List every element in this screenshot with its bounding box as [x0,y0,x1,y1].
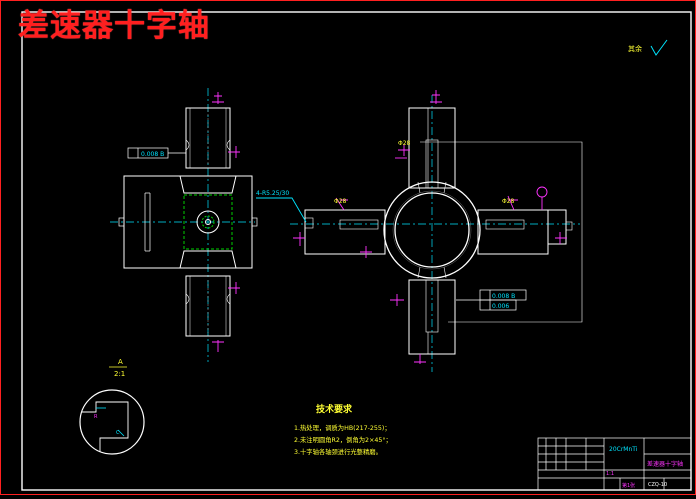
tolerance-right-2: 0.006 [492,303,509,310]
tech-title: 技术要求 [316,403,353,415]
tech-item-1: 1.热处理，调质为HB(217-255)； [294,423,391,432]
title-block-material: 20CrMnTi [609,446,638,453]
detail-label-top: A [118,358,123,366]
roughness-note: 其余 [628,44,642,53]
detail-view: A 2:1 R C [79,358,145,455]
title-block-part: 差速器十字轴 [647,460,683,468]
front-view-annotations [256,90,567,364]
technical-requirements: 技术要求 1.热处理，调质为HB(217-255)； 2.未注明圆角R2，倒角为… [294,403,392,456]
diameter-left-label: Φ28 [334,198,347,205]
title-block-drawing-no: CZQ-10 [648,482,667,488]
detail-label-scale: 2:1 [114,370,125,378]
tech-item-3: 3.十字轴各轴颈进行光整精磨。 [294,447,382,456]
title-block-sheet: 第1张 [622,482,635,489]
title-block-scale: 1:1 [606,471,614,477]
inner-border [21,11,692,491]
drawing-title: 差速器十字轴 [18,8,210,44]
tolerance-left: 0.008 B [141,151,164,158]
side-view-annotations [127,92,240,352]
side-view [110,88,258,362]
diameter-right-label: Φ28 [502,198,515,205]
diameter-top-label: Φ28 [398,140,411,147]
front-view [290,95,583,372]
tech-item-2: 2.未注明圆角R2，倒角为2×45°； [294,435,392,444]
roughness-symbol-icon [650,39,668,56]
title-block [537,437,692,491]
detail-mark-1: R [94,414,98,420]
chamfer-label: 4-R5.25/30 [256,190,289,197]
detail-mark-2: C [116,430,120,436]
tolerance-right-1: 0.008 B [492,293,515,300]
